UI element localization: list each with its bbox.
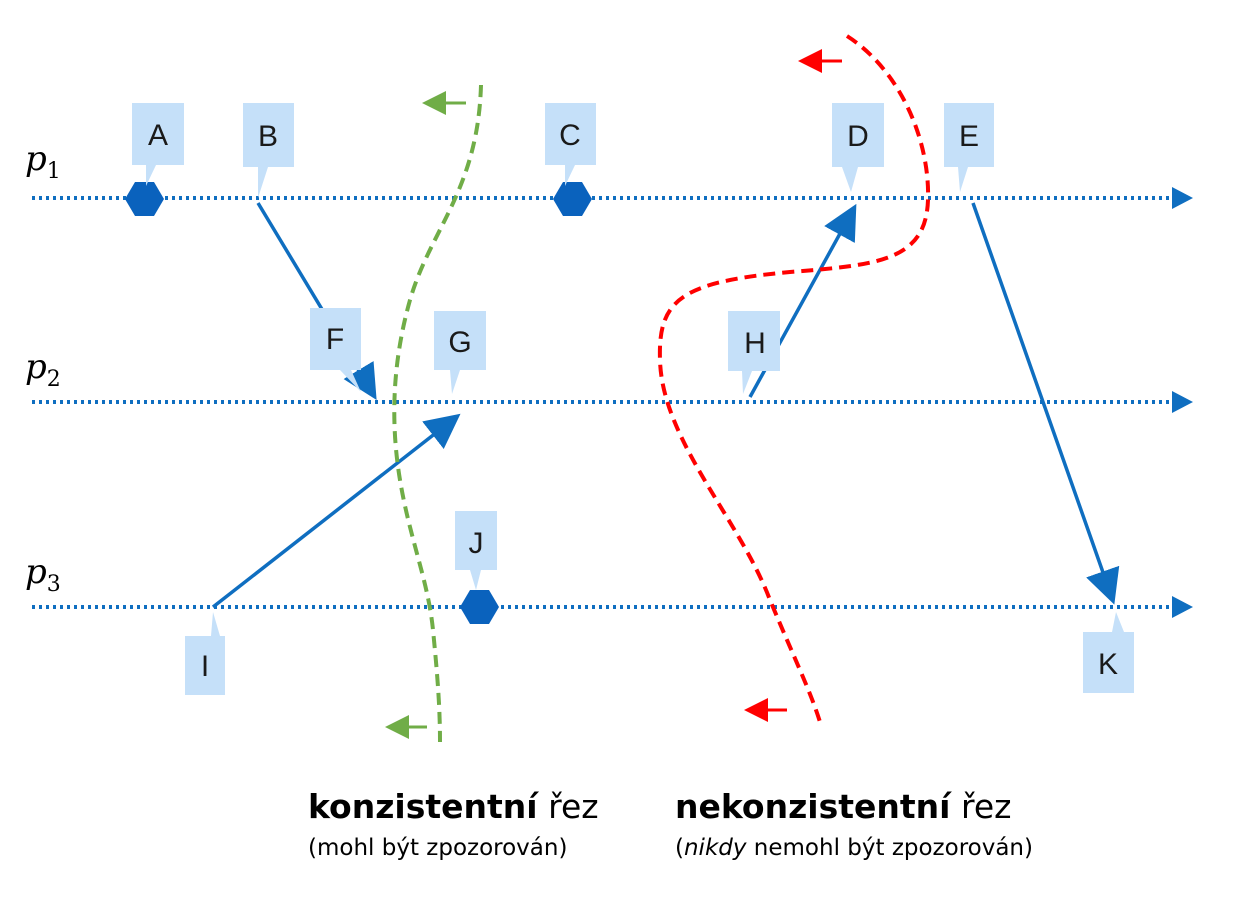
event-callout-f: F bbox=[310, 308, 361, 392]
inconsistent-cut-line bbox=[657, 34, 931, 723]
svg-text:C: C bbox=[559, 119, 581, 152]
svg-text:K: K bbox=[1098, 648, 1118, 681]
event-callout-h: H bbox=[728, 311, 780, 394]
event-callout-d: D bbox=[832, 103, 884, 192]
consistent-cut-caption: konzistentní řez (mohl být zpozorován) bbox=[308, 787, 599, 865]
event-marker-c bbox=[553, 182, 592, 216]
svg-text:F: F bbox=[326, 323, 344, 356]
consistent-cut-title: konzistentní řez bbox=[308, 787, 599, 826]
timeline-p2 bbox=[32, 391, 1193, 413]
event-callout-c: C bbox=[545, 103, 596, 186]
svg-text:H: H bbox=[744, 327, 766, 360]
timeline-p1 bbox=[32, 187, 1193, 209]
event-callout-a: A bbox=[132, 103, 184, 186]
inconsistent-cut-subtitle: (nikdy nemohl být zpozorován) bbox=[675, 835, 1033, 861]
event-callout-i: I bbox=[185, 612, 225, 695]
svg-text:I: I bbox=[201, 650, 209, 683]
event-callout-e: E bbox=[944, 103, 994, 192]
timeline-p3 bbox=[32, 596, 1193, 618]
event-callout-b: B bbox=[243, 103, 294, 198]
message-e-to-k bbox=[971, 202, 1120, 605]
svg-text:G: G bbox=[448, 326, 471, 359]
svg-text:D: D bbox=[847, 120, 869, 153]
process-label-p2: p2 bbox=[25, 347, 61, 392]
process-label-p1: p1 bbox=[25, 139, 61, 184]
process-label-p3: p3 bbox=[25, 552, 61, 597]
timeline-arrow-icon bbox=[1172, 391, 1193, 413]
inconsistent-cut-title: nekonzistentní řez bbox=[675, 787, 1012, 826]
event-marker-a bbox=[125, 182, 164, 216]
svg-text:A: A bbox=[148, 119, 168, 152]
svg-text:E: E bbox=[959, 120, 979, 153]
consistent-cut-subtitle: (mohl být zpozorován) bbox=[308, 835, 568, 861]
inconsistent-cut-caption: nekonzistentní řez (nikdy nemohl být zpo… bbox=[675, 787, 1033, 865]
event-callout-k: K bbox=[1083, 612, 1134, 693]
event-callout-j: J bbox=[455, 511, 497, 590]
timeline-arrow-icon bbox=[1172, 187, 1193, 209]
event-callout-g: G bbox=[434, 311, 486, 394]
timeline-arrow-icon bbox=[1172, 596, 1193, 618]
consistent-cut-line bbox=[392, 84, 483, 743]
svg-text:B: B bbox=[258, 120, 278, 153]
message-i-to-g bbox=[211, 413, 461, 609]
svg-text:J: J bbox=[469, 527, 484, 560]
event-marker-j bbox=[460, 590, 499, 624]
